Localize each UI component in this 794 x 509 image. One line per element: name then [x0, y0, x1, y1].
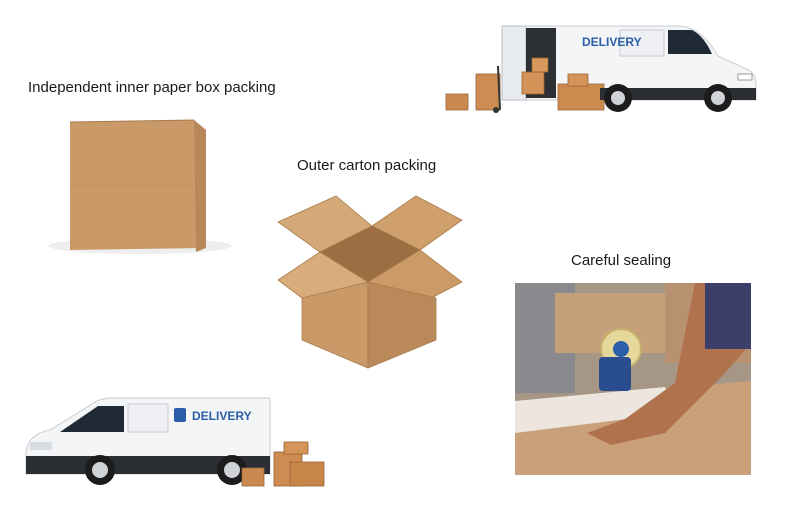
caption-inner-box: Independent inner paper box packing: [28, 79, 276, 96]
sealing-photo-image: [515, 283, 751, 475]
open-box-image: [277, 195, 463, 369]
delivery-van-bottom-image: DELIVERY: [25, 397, 325, 487]
van-top-label: DELIVERY: [582, 35, 642, 49]
caption-outer-carton: Outer carton packing: [297, 157, 437, 174]
closed-box-image: [18, 112, 232, 262]
caption-sealing: Careful sealing: [571, 252, 672, 269]
delivery-van-top-image: DELIVERY: [445, 25, 757, 113]
van-bottom-label: DELIVERY: [192, 409, 252, 423]
